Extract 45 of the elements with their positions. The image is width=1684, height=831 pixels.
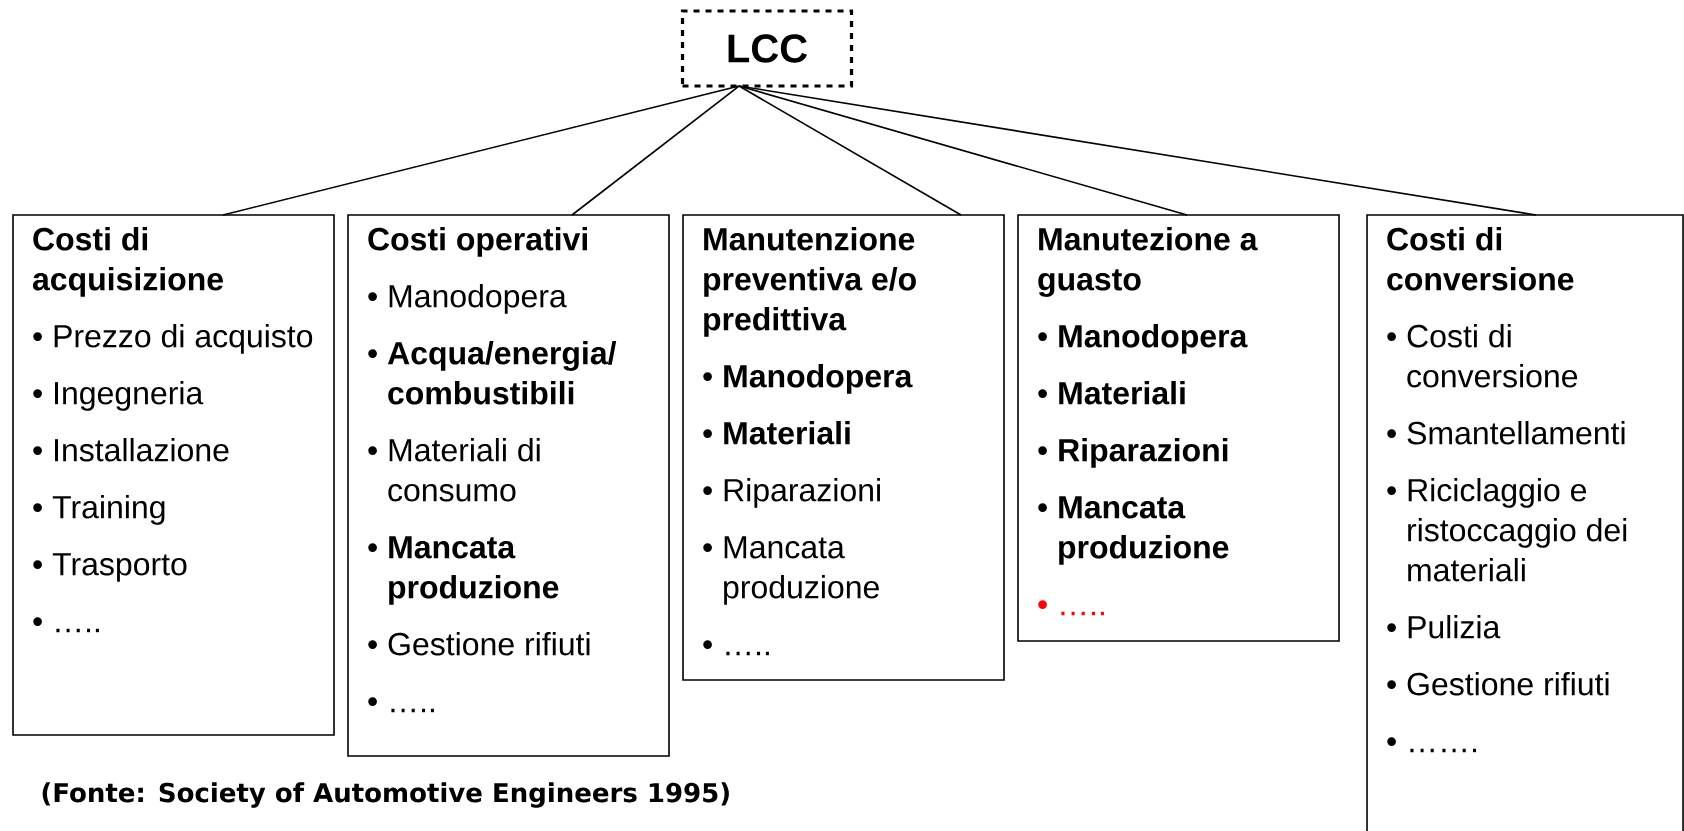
list-item: • Prezzo di acquisto: [33, 324, 313, 354]
list-item: • …….: [1387, 737, 1477, 753]
list-item: • Pulizia: [1387, 615, 1501, 639]
connector-line: [738, 85, 1537, 216]
connector-line: [222, 85, 740, 216]
connector-line: [571, 85, 740, 216]
list-item: • Smantellamenti: [1387, 421, 1625, 445]
box-heading: Costi operativi: [368, 227, 587, 257]
list-item: • Materiali: [703, 421, 850, 445]
box-heading: Manutezione a guasto: [1038, 227, 1258, 297]
list-item: • Mancata produzione: [703, 536, 879, 605]
list-item: • Materiali: [1038, 381, 1185, 405]
list-item: • Riparazioni: [1038, 438, 1228, 468]
list-item: • Ingegneria: [33, 381, 204, 411]
source-note: (Fonte: Society of Automotive Engineers 1995): [42, 782, 729, 808]
list-item: • …..: [1038, 600, 1104, 616]
list-item: • Manodopera: [1038, 324, 1248, 354]
list-item: • Gestione rifiuti: [1387, 672, 1609, 696]
list-item: • Installazione: [33, 438, 229, 462]
box-heading: Manutenzione preventiva e/o predittiva: [704, 227, 916, 337]
connector-line: [738, 85, 1188, 216]
list-item: • Training: [33, 495, 165, 525]
list-item: • Costi di conversione: [1387, 324, 1578, 388]
list-item: • Riparazioni: [703, 478, 880, 508]
connector-line: [738, 85, 962, 216]
cost-box: [347, 214, 670, 757]
list-item: • …..: [703, 640, 769, 656]
root-box: LCC: [680, 9, 854, 88]
cost-box: [1017, 214, 1340, 642]
box-heading: Costi di conversione: [1387, 227, 1574, 291]
box-heading: Costi di acquisizione: [32, 227, 223, 297]
list-item: • …..: [33, 617, 99, 633]
list-item: • Materiali di consumo: [368, 438, 540, 502]
list-item: • Gestione rifiuti: [368, 632, 590, 656]
cost-box: [1366, 214, 1684, 831]
list-item: • Trasporto: [33, 553, 187, 582]
list-item: • Mancata produzione: [368, 536, 559, 605]
cost-box: [682, 214, 1005, 681]
list-item: • …..: [368, 697, 434, 713]
list-item: • Acqua/energia/ combustibili: [368, 341, 617, 405]
list-item: • Manodopera: [368, 284, 567, 314]
list-item: • Mancata produzione: [1038, 496, 1229, 565]
cost-box: [12, 214, 335, 736]
list-item: • Riciclaggio e ristoccaggio dei materiali: [1387, 478, 1627, 582]
list-item: • Manodopera: [703, 364, 913, 394]
